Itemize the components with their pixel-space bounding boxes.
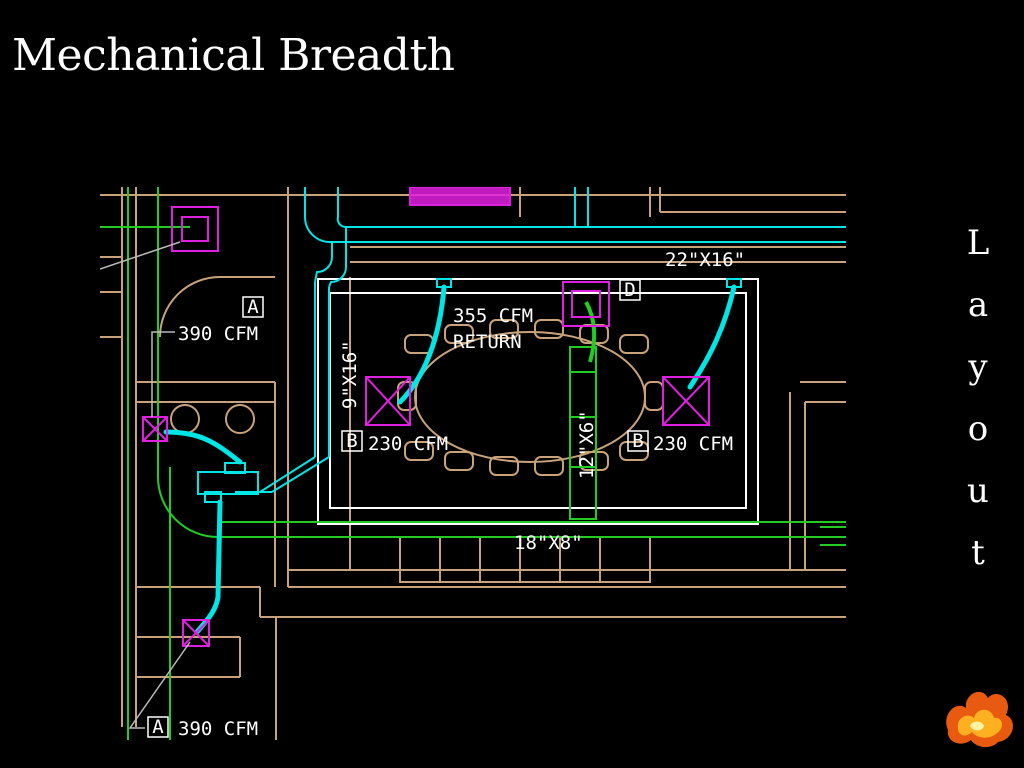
diffuser-left-room	[365, 376, 411, 426]
tag-d: D	[619, 279, 641, 301]
diffusers	[142, 187, 710, 647]
cad-drawing-svg: A B B D A 22"X16" 355 CFM RETURN 390 CFM	[100, 187, 846, 740]
leader-lines	[100, 241, 191, 729]
slide-title: Mechanical Breadth	[12, 30, 455, 81]
label-return-cfm: 355 CFM	[453, 305, 533, 327]
conference-table	[397, 319, 664, 476]
label-diffuser-right: 230 CFM	[653, 433, 733, 455]
flame-logo-icon	[936, 680, 1020, 750]
walls	[100, 187, 846, 740]
supply-ductwork	[197, 187, 846, 503]
label-duct-22x16: 22"X16"	[665, 249, 745, 271]
tag-b-left: B	[341, 430, 363, 452]
conference-room-outline	[317, 278, 759, 525]
tags: A B B D A	[147, 279, 649, 738]
svg-text:D: D	[624, 279, 635, 301]
tag-a-bottom: A	[147, 716, 169, 738]
diffuser-right-room	[662, 376, 710, 426]
side-letter: y	[968, 347, 988, 387]
diffuser-top-strip	[409, 187, 511, 206]
svg-text:B: B	[346, 430, 357, 452]
label-duct-9x16: 9"X16"	[339, 340, 361, 409]
label-supply-upper-left: 390 CFM	[178, 323, 258, 345]
label-diffuser-left: 230 CFM	[368, 433, 448, 455]
side-letter: o	[967, 409, 989, 449]
svg-text:A: A	[152, 716, 164, 738]
tag-a-upper: A	[242, 296, 264, 318]
svg-text:B: B	[632, 430, 643, 452]
diffuser-top-left	[171, 206, 219, 252]
side-letter: L	[966, 223, 990, 263]
diffuser-left-small	[142, 416, 168, 442]
label-duct-18x8: 18"X8"	[514, 532, 583, 554]
green-ducts	[100, 187, 846, 740]
side-word-layout: L a y o u t	[954, 212, 1002, 584]
side-letter: t	[971, 533, 985, 573]
side-letter: u	[967, 471, 989, 511]
tag-b-right: B	[627, 430, 649, 452]
side-letter: a	[967, 285, 989, 325]
return-grille	[562, 281, 610, 327]
diffuser-bottom-left	[182, 619, 210, 647]
label-supply-bottom-left: 390 CFM	[178, 718, 258, 740]
label-duct-12x6: 12"X6"	[576, 410, 598, 479]
hvac-floor-plan: A B B D A 22"X16" 355 CFM RETURN 390 CFM	[100, 187, 846, 740]
svg-text:A: A	[247, 296, 259, 318]
label-return: RETURN	[453, 331, 522, 353]
